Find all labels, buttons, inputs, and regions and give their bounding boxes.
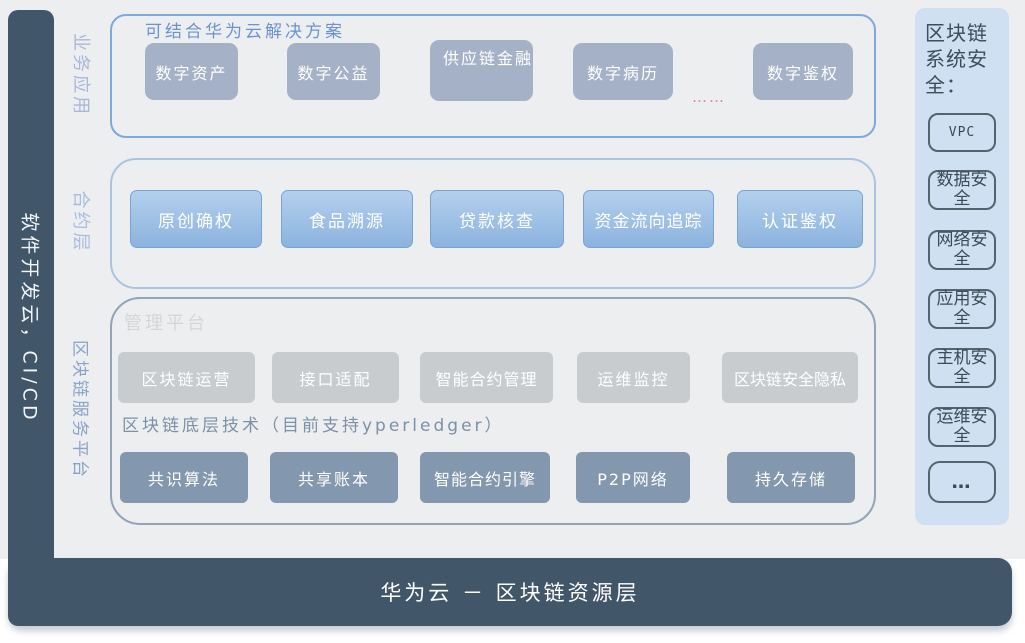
resource-layer-label: 华为云 － 区块链资源层	[380, 581, 640, 605]
security-box-vpc: VPC	[928, 113, 996, 152]
business-box-digital-assets: 数字资产	[145, 43, 238, 100]
security-box-om: 运维安全	[928, 407, 996, 447]
security-panel-title: 区块链系统安全：	[925, 21, 988, 97]
mgmt-box-blockchain-ops: 区块链运营	[118, 352, 255, 403]
solutions-title: 可结合华为云解决方案	[145, 22, 345, 42]
security-box-data: 数据安全	[928, 170, 996, 210]
management-platform-title: 管理平台	[124, 313, 208, 334]
tech-box-contract-engine: 智能合约引擎	[420, 452, 550, 503]
contract-layer-container	[110, 158, 876, 289]
mgmt-box-interface-adapt: 接口适配	[272, 352, 399, 403]
contract-box-original-rights: 原创确权	[130, 190, 262, 248]
contract-box-fund-tracking: 资金流向追踪	[583, 190, 714, 248]
business-layer-container	[110, 14, 876, 138]
tech-box-consensus: 共识算法	[120, 452, 248, 503]
tech-box-persistent-storage: 持久存储	[727, 452, 855, 503]
business-box-digital-welfare: 数字公益	[287, 43, 380, 100]
resource-layer-bar: 华为云 － 区块链资源层	[8, 558, 1012, 626]
underlying-tech-title: 区块链底层技术（目前支持yperledger）	[122, 416, 505, 436]
software-dev-cloud-bar	[8, 10, 54, 626]
layer-label-platform: 区块链服务平台	[69, 340, 90, 480]
security-box-more: …	[928, 461, 996, 503]
security-box-network: 网络安全	[928, 230, 996, 270]
software-dev-cloud-label: 软件开发云，CI/CD	[18, 212, 41, 424]
security-box-application: 应用安全	[928, 289, 996, 329]
mgmt-box-smart-contract-mgmt: 智能合约管理	[420, 352, 553, 403]
contract-box-cert-auth: 认证鉴权	[737, 190, 863, 248]
mgmt-box-om-monitoring: 运维监控	[577, 352, 690, 403]
business-box-supplychain-finance: 供应链金融	[430, 40, 533, 101]
tech-box-shared-ledger: 共享账本	[270, 452, 398, 503]
layer-label-contract: 合约层	[70, 190, 91, 254]
tech-box-p2p-network: P2P网络	[576, 452, 690, 503]
mgmt-box-security-privacy: 区块链安全隐私	[722, 352, 858, 403]
business-box-digital-auth: 数字鉴权	[753, 43, 853, 100]
layer-label-business: 业务应用	[70, 33, 91, 117]
contract-box-loan-check: 贷款核查	[430, 190, 564, 248]
platform-layer-container	[110, 297, 876, 525]
business-box-digital-records: 数字病历	[573, 43, 673, 100]
contract-box-food-trace: 食品溯源	[281, 190, 413, 248]
business-ellipsis: ……	[692, 88, 726, 106]
security-box-host: 主机安全	[928, 348, 996, 388]
